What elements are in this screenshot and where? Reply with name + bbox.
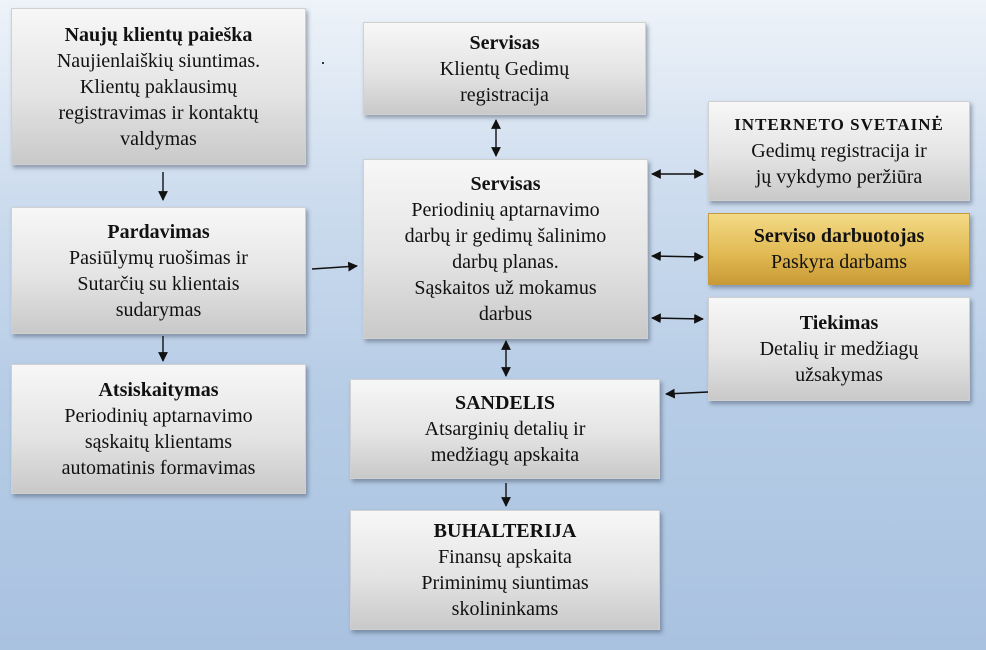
- box-line: Klientų Gedimų: [439, 57, 570, 80]
- box-line: Finansų apskaita: [438, 546, 572, 568]
- box-interneto-svetaine[interactable]: INTERNETO SVETAINĖ Gedimų registracija i…: [708, 101, 970, 201]
- box-line: sąskaitų klientams: [84, 431, 233, 453]
- box-line: Priminimų siuntimas: [421, 572, 589, 594]
- box-line: jų vykdymo peržiūra: [755, 166, 923, 188]
- box-line: medžiagų apskaita: [430, 444, 580, 466]
- box-title: SANDELIS: [454, 392, 556, 414]
- box-line: darbus: [478, 303, 533, 325]
- box-line: Klientų paklausimų: [79, 75, 238, 98]
- box-title: Naujų klientų paieška: [64, 23, 253, 46]
- box-line: Naujienlaiškių siuntimas.: [56, 49, 261, 72]
- box-servisas-registracija[interactable]: Servisas Klientų Gedimų registracija: [363, 22, 646, 115]
- box-line: automatinis formavimas: [61, 457, 256, 479]
- box-title: Tiekimas: [799, 312, 879, 334]
- box-serviso-darbuotojas[interactable]: Serviso darbuotojas Paskyra darbams: [708, 213, 970, 285]
- box-title: Atsiskaitymas: [98, 379, 219, 401]
- box-title: Pardavimas: [107, 220, 210, 243]
- box-line: Gedimų registracija ir: [751, 140, 927, 162]
- box-line: Pasiūlymų ruošimas ir: [69, 246, 248, 269]
- box-line: Periodinių aptarnavimo: [64, 405, 253, 427]
- stray-dot: [322, 62, 324, 64]
- arrow-tiekimas-to-sandelis: [665, 388, 709, 399]
- box-tiekimas[interactable]: Tiekimas Detalių ir medžiagų užsakymas: [708, 297, 970, 401]
- box-title: Servisas: [469, 31, 540, 54]
- box-line: valdymas: [120, 127, 197, 150]
- box-line: darbų planas.: [452, 251, 559, 273]
- box-buhalterija[interactable]: BUHALTERIJA Finansų apskaita Priminimų s…: [350, 510, 660, 630]
- box-title: INTERNETO SVETAINĖ: [734, 115, 944, 134]
- box-line: Periodinių aptarnavimo: [411, 199, 600, 221]
- box-line: registravimas ir kontaktų: [58, 101, 259, 124]
- arrow-pardavimas-to-servisas: [311, 261, 358, 272]
- box-nauju-klientu-paieska[interactable]: Naujų klientų paieška Naujienlaiškių siu…: [11, 8, 306, 165]
- box-title: Serviso darbuotojas: [753, 225, 925, 247]
- box-line: sudarymas: [115, 298, 202, 321]
- box-atsiskaitymas[interactable]: Atsiskaitymas Periodinių aptarnavimo sąs…: [11, 364, 306, 494]
- arrow-servisas-tiekimas-bidirectional: [651, 313, 704, 324]
- box-line: Sutarčių su klientais: [77, 272, 240, 295]
- box-line: Sąskaitos už mokamus: [414, 277, 597, 299]
- box-line: darbų ir gedimų šalinimo: [404, 225, 607, 247]
- box-sandelis[interactable]: SANDELIS Atsarginių detalių ir medžiagų …: [350, 379, 660, 479]
- box-line: Atsarginių detalių ir: [424, 418, 586, 440]
- box-title: BUHALTERIJA: [433, 520, 577, 542]
- box-title: Servisas: [470, 173, 541, 195]
- box-line: užsakymas: [795, 364, 883, 386]
- box-servisas-planas[interactable]: Servisas Periodinių aptarnavimo darbų ir…: [363, 159, 648, 339]
- box-line: Detalių ir medžiagų: [759, 338, 919, 360]
- arrow-servisas-darbuotojas-bidirectional: [651, 251, 704, 262]
- box-line: Paskyra darbams: [770, 251, 908, 273]
- box-line: registracija: [460, 83, 549, 106]
- box-pardavimas[interactable]: Pardavimas Pasiūlymų ruošimas ir Sutarči…: [11, 207, 306, 334]
- box-line: skolininkams: [451, 598, 559, 620]
